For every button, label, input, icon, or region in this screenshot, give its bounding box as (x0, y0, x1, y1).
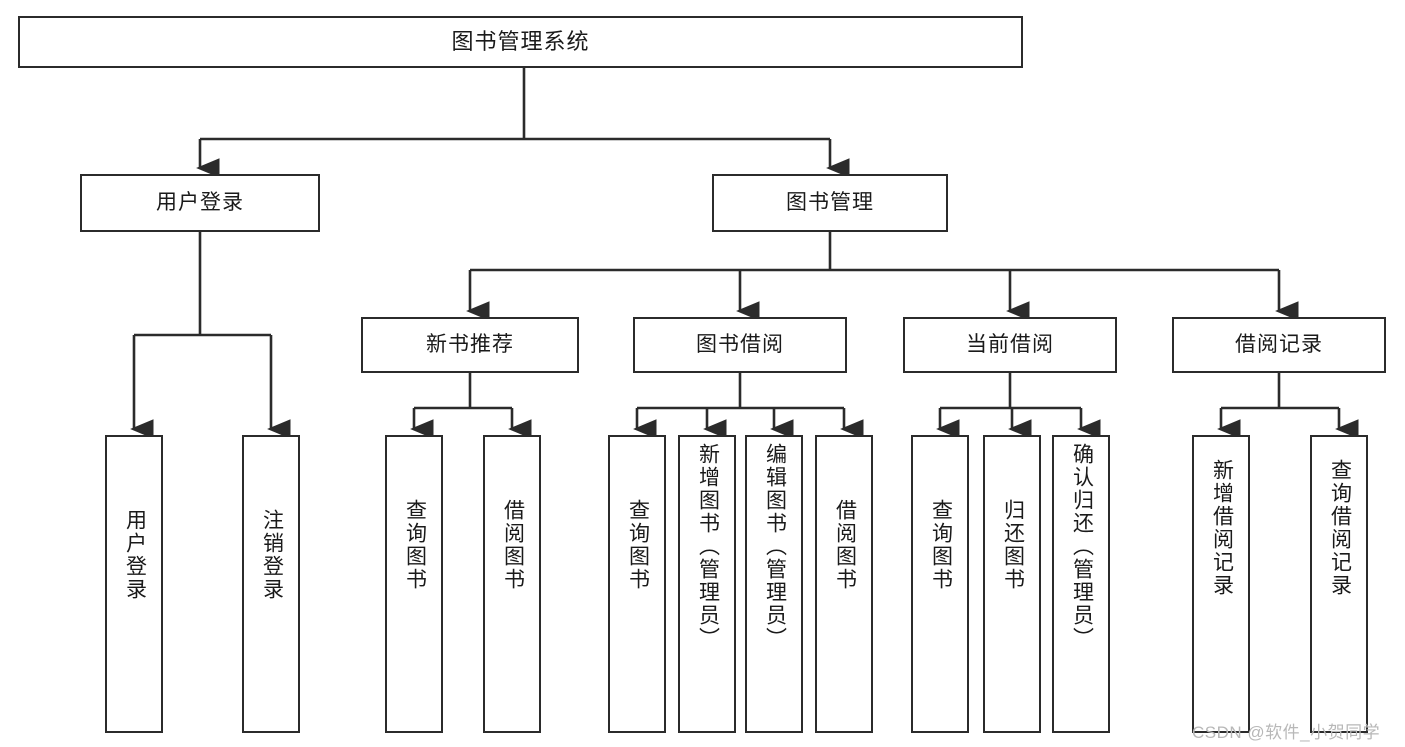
node-new-book-recommend-label: 新书推荐 (426, 333, 514, 357)
node-root-label: 图书管理系统 (451, 28, 590, 54)
node-root[interactable]: 图书管理系统 (18, 16, 1023, 68)
csdn-watermark: CSDN @软件_小贺同学 (1192, 723, 1381, 742)
leaf-query-borrow-record-label: 查询借阅记录 (1328, 459, 1352, 597)
node-borrow-record-label: 借阅记录 (1235, 333, 1323, 357)
leaf-user-login[interactable]: 用户登录 (105, 435, 163, 733)
leaf-query-book-borrow[interactable]: 查询图书 (608, 435, 666, 733)
leaf-add-book-admin-label: 新增图书（管理员） (696, 443, 720, 650)
node-current-borrow-label: 当前借阅 (966, 333, 1054, 357)
leaf-query-book-current[interactable]: 查询图书 (911, 435, 969, 733)
leaf-add-borrow-record-label: 新增借阅记录 (1210, 459, 1234, 597)
node-new-book-recommend[interactable]: 新书推荐 (361, 317, 579, 373)
node-book-management-label: 图书管理 (786, 191, 874, 215)
leaf-query-book-borrow-label: 查询图书 (626, 499, 650, 591)
leaf-lend-book-label: 借阅图书 (833, 499, 857, 591)
node-book-management[interactable]: 图书管理 (712, 174, 948, 232)
leaf-user-login-label: 用户登录 (123, 509, 147, 601)
leaf-logout[interactable]: 注销登录 (242, 435, 300, 733)
leaf-query-book-recommend[interactable]: 查询图书 (385, 435, 443, 733)
leaf-edit-book-admin[interactable]: 编辑图书（管理员） (745, 435, 803, 733)
leaf-add-book-admin[interactable]: 新增图书（管理员） (678, 435, 736, 733)
leaf-lend-book[interactable]: 借阅图书 (815, 435, 873, 733)
leaf-logout-label: 注销登录 (260, 509, 284, 601)
leaf-confirm-return-admin[interactable]: 确认归还（管理员） (1052, 435, 1110, 733)
node-user-login-label: 用户登录 (156, 191, 244, 215)
leaf-add-borrow-record[interactable]: 新增借阅记录 (1192, 435, 1250, 733)
node-borrow-record[interactable]: 借阅记录 (1172, 317, 1386, 373)
leaf-confirm-return-admin-label: 确认归还（管理员） (1070, 443, 1094, 650)
leaf-return-book-label: 归还图书 (1001, 499, 1025, 591)
leaf-borrow-book-recommend[interactable]: 借阅图书 (483, 435, 541, 733)
node-book-borrow[interactable]: 图书借阅 (633, 317, 847, 373)
leaf-query-borrow-record[interactable]: 查询借阅记录 (1310, 435, 1368, 733)
node-book-borrow-label: 图书借阅 (696, 333, 784, 357)
leaf-query-book-recommend-label: 查询图书 (403, 499, 427, 591)
leaf-return-book[interactable]: 归还图书 (983, 435, 1041, 733)
leaf-borrow-book-recommend-label: 借阅图书 (501, 499, 525, 591)
leaf-edit-book-admin-label: 编辑图书（管理员） (763, 443, 787, 650)
leaf-query-book-current-label: 查询图书 (929, 499, 953, 591)
node-current-borrow[interactable]: 当前借阅 (903, 317, 1117, 373)
node-user-login[interactable]: 用户登录 (80, 174, 320, 232)
